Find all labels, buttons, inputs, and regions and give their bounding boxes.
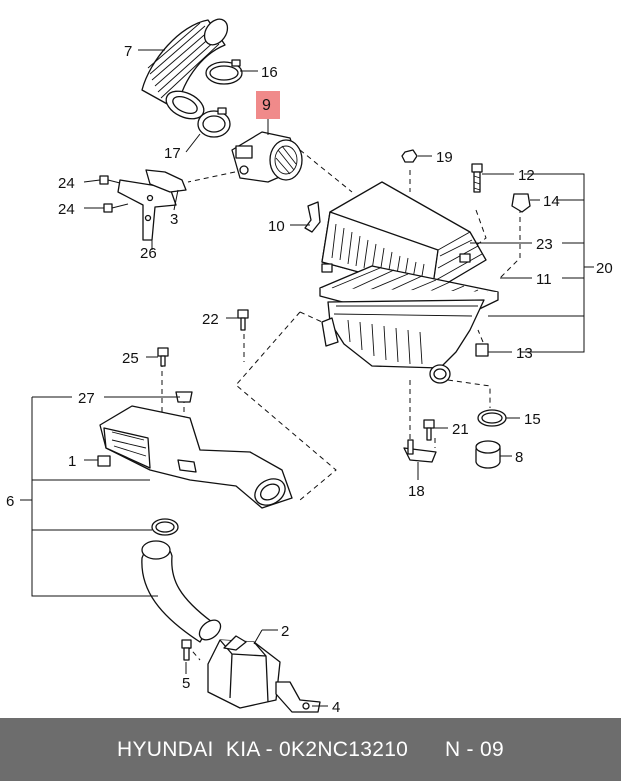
callout-25: 25 xyxy=(122,350,139,367)
air-cleaner-housing xyxy=(321,299,485,384)
bolt-part-5 xyxy=(181,639,192,661)
bolt-part-12 xyxy=(471,163,483,193)
nut-part-19 xyxy=(401,149,418,163)
hose-part-8 xyxy=(475,440,501,469)
highlight-box xyxy=(256,91,280,119)
intake-hose-part-7 xyxy=(141,18,229,120)
callout-2: 2 xyxy=(281,623,289,640)
grommet-part-13 xyxy=(475,343,489,357)
parts-diagram: 7 16 17 9 24 24 3 26 10 19 12 14 23 20 1… xyxy=(6,18,613,716)
callout-12: 12 xyxy=(518,167,535,184)
callout-20: 20 xyxy=(596,260,613,277)
callout-5: 5 xyxy=(182,675,190,692)
air-flow-sensor-part-9 xyxy=(231,131,303,183)
bolt-part-21 xyxy=(423,419,435,441)
clamp-lower xyxy=(151,518,179,536)
callout-22: 22 xyxy=(202,311,219,328)
callout-26: 26 xyxy=(140,245,157,262)
bracket-part-18 xyxy=(403,439,437,463)
footer-part-number: HYUNDAI KIA - 0K2NC13210 N - 09 xyxy=(117,737,504,761)
callout-19: 19 xyxy=(436,149,453,166)
callout-17: 17 xyxy=(164,145,181,162)
callout-10: 10 xyxy=(268,218,285,235)
clip-part-10 xyxy=(304,201,321,233)
grommet-part-1 xyxy=(97,455,111,467)
callout-8: 8 xyxy=(515,449,523,466)
clamp-part-15 xyxy=(477,409,507,427)
bracket-part-4 xyxy=(275,681,321,713)
callout-6: 6 xyxy=(6,493,14,510)
clamp-part-16 xyxy=(205,59,243,85)
resonator-box-part-2 xyxy=(207,635,281,709)
resonator-duct-part-27 xyxy=(99,391,293,509)
callout-18: 18 xyxy=(408,483,425,500)
callout-1: 1 xyxy=(68,453,76,470)
callout-11: 11 xyxy=(536,271,552,288)
callout-16: 16 xyxy=(261,64,278,81)
callout-3: 3 xyxy=(170,211,178,228)
callout-15: 15 xyxy=(524,411,541,428)
clamp-part-17 xyxy=(197,107,231,138)
callout-24b: 24 xyxy=(58,201,75,218)
bolt-part-24a xyxy=(99,175,121,185)
callout-9: 9 xyxy=(262,97,271,114)
callout-23: 23 xyxy=(536,236,553,253)
air-cleaner-cover-part-23 xyxy=(321,181,487,293)
bolt-part-24b xyxy=(103,203,129,213)
lower-hose-part-6 xyxy=(141,540,222,643)
bolt-part-25 xyxy=(157,347,169,367)
callout-4: 4 xyxy=(332,699,340,716)
callout-14: 14 xyxy=(543,193,560,210)
bolt-part-22 xyxy=(237,309,249,331)
callout-27: 27 xyxy=(78,390,95,407)
grommet-part-14 xyxy=(511,193,531,213)
bracket-part-26 xyxy=(117,169,187,241)
callout-21: 21 xyxy=(452,421,469,438)
callout-24a: 24 xyxy=(58,175,75,192)
footer-bar: HYUNDAI KIA - 0K2NC13210 N - 09 xyxy=(0,718,621,781)
callout-7: 7 xyxy=(124,43,132,60)
callout-13: 13 xyxy=(516,345,533,362)
